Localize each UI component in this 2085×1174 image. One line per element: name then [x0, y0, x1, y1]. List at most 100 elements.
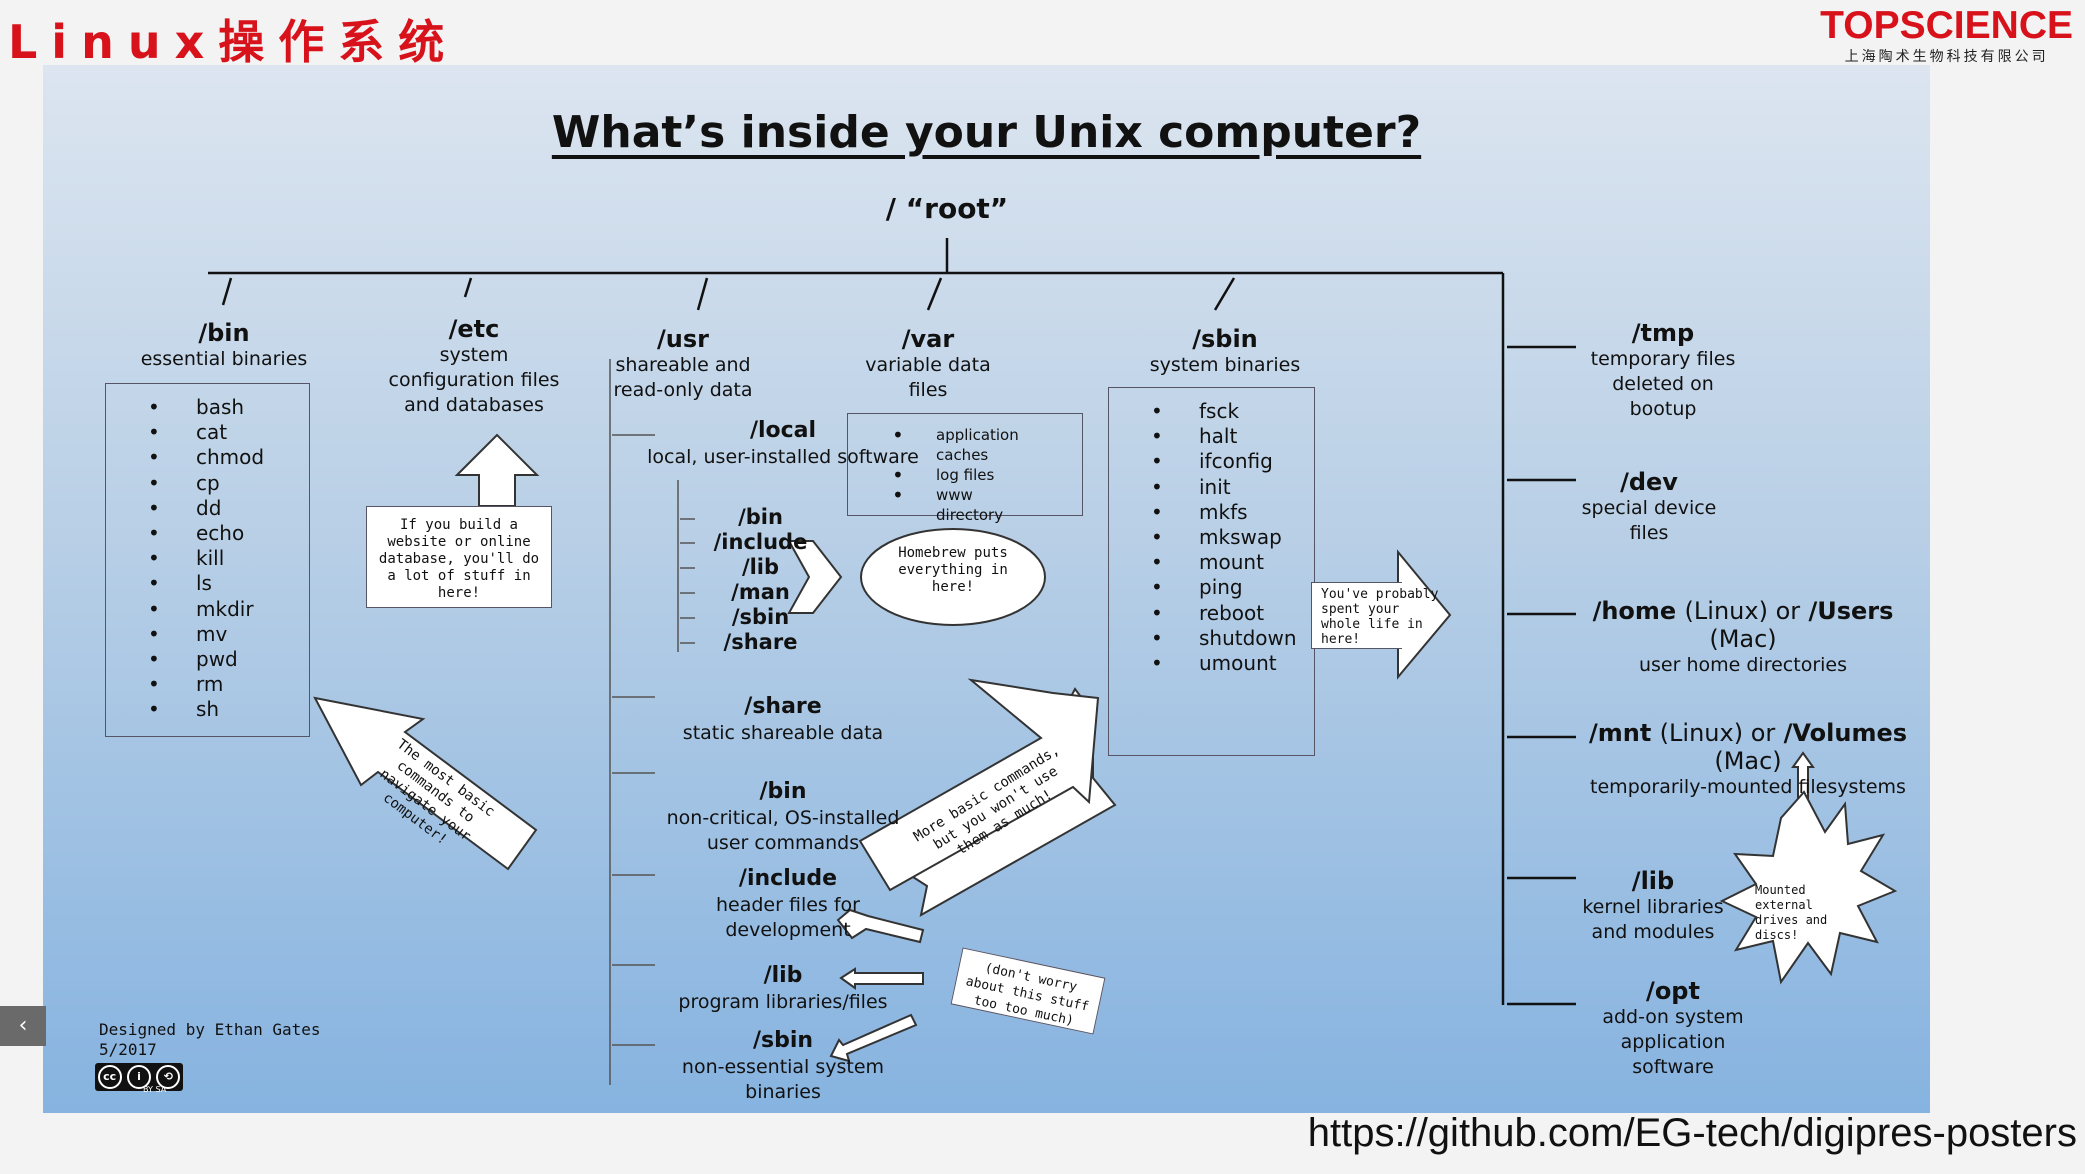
sbin-command-list: fsckhaltifconfiginitmkfsmkswapmountpingr…: [1151, 399, 1314, 676]
mnt-name-linux: /mnt: [1588, 719, 1652, 747]
sa-icon: ⟲: [156, 1065, 181, 1089]
bin-command-list: bashcatchmodcpddechokilllsmkdirmvpwdrmsh: [148, 395, 309, 723]
bin-item: kill: [148, 546, 309, 571]
by-icon: i: [126, 1065, 151, 1089]
home-desc: user home directories: [1638, 654, 1847, 676]
credit: Designed by Ethan Gates 5/2017: [99, 1020, 321, 1060]
root-label: / “root”: [885, 192, 1009, 225]
poster-title: What’s inside your Unix computer?: [551, 107, 1422, 158]
usr-lib-desc: program libraries/files: [678, 991, 888, 1013]
home-name-linux: /home: [1592, 597, 1677, 625]
usr-lib-node: /lib program libraries/files: [613, 962, 953, 1015]
tmp-name: /tmp: [1631, 319, 1695, 347]
sbin-item: fsck: [1151, 399, 1314, 424]
home-name-mac: /Users: [1808, 597, 1894, 625]
etc-note: If you build a website or online databas…: [366, 506, 552, 608]
bin-item: cat: [148, 420, 309, 445]
bin-list-box: bashcatchmodcpddechokilllsmkdirmvpwdrmsh: [105, 383, 310, 737]
bin-item: bash: [148, 395, 309, 420]
bin-item: mkdir: [148, 597, 309, 622]
bin-item: rm: [148, 672, 309, 697]
bin-name: /bin: [198, 319, 250, 347]
sbin-item: reboot: [1151, 601, 1314, 626]
dev-desc: special device files: [1581, 497, 1717, 544]
var-item: www directory: [892, 485, 1032, 525]
etc-name: /etc: [448, 315, 500, 343]
cc-label: BY SA: [143, 1085, 167, 1094]
etc-node: /etc system configuration files and data…: [383, 315, 565, 418]
mnt-node: /mnt (Linux) or /Volumes (Mac) temporari…: [1573, 719, 1923, 800]
sbin-item: mkswap: [1151, 525, 1314, 550]
cc-icon: cc: [97, 1065, 122, 1089]
sbin-desc: system binaries: [1149, 354, 1301, 376]
mnt-name-mac: /Volumes: [1783, 719, 1908, 747]
usr-sbin-node: /sbin non-essential system binaries: [623, 1027, 943, 1105]
bin-item: dd: [148, 496, 309, 521]
usr-local-subdir: /bin: [738, 505, 783, 529]
sbin-item: ping: [1151, 575, 1314, 600]
bin-desc: essential binaries: [140, 348, 308, 370]
sbin-item: shutdown: [1151, 626, 1314, 651]
mnt-mac-label: (Mac): [1714, 747, 1782, 775]
sbin-node: /sbin system binaries: [1130, 325, 1320, 378]
sbin-item: umount: [1151, 651, 1314, 676]
bin-item: pwd: [148, 647, 309, 672]
usr-local-subdir: /lib: [741, 555, 780, 579]
usr-include-name: /include: [738, 866, 838, 891]
creative-commons-badge: cc i ⟲: [95, 1063, 183, 1091]
usr-sbin-desc: non-essential system binaries: [681, 1056, 885, 1103]
home-node: /home (Linux) or /Users (Mac) user home …: [1573, 597, 1913, 678]
usr-share-name: /share: [744, 694, 822, 719]
dev-node: /dev special device files: [1579, 468, 1719, 546]
var-list-box: application cacheslog fileswww directory: [847, 413, 1083, 524]
dev-name: /dev: [1620, 468, 1678, 496]
sbin-item: ifconfig: [1151, 449, 1314, 474]
usr-local-subdir: /sbin: [731, 605, 790, 629]
opt-name: /opt: [1646, 977, 1700, 1005]
bin-item: mv: [148, 622, 309, 647]
sbin-item: halt: [1151, 424, 1314, 449]
lib-desc: kernel libraries and modules: [1582, 896, 1724, 943]
slide-prev-button[interactable]: ‹: [0, 1006, 46, 1046]
source-url: https://github.com/EG-tech/digipres-post…: [1307, 1111, 2077, 1155]
opt-node: /opt add-on system application software: [1598, 977, 1748, 1080]
lib-node: /lib kernel libraries and modules: [1578, 867, 1728, 945]
unix-filesystem-poster: What’s inside your Unix computer? / “roo…: [43, 65, 1930, 1113]
usr-bin-desc: non-critical, OS-installed user commands: [666, 807, 900, 854]
sbin-item: init: [1151, 475, 1314, 500]
mnt-note: Mounted external drives and discs!: [1755, 883, 1828, 942]
usr-include-node: /include header files for development: [663, 865, 913, 943]
usr-share-desc: static shareable data: [682, 722, 884, 744]
var-node: /var variable data files: [833, 325, 1023, 403]
usr-local-name: /local: [749, 418, 817, 443]
bin-item: ls: [148, 571, 309, 596]
sbin-item: mkfs: [1151, 500, 1314, 525]
usr-include-desc: header files for development: [716, 894, 860, 941]
var-desc: variable data files: [865, 354, 991, 401]
var-item-list: application cacheslog fileswww directory: [892, 425, 1032, 525]
var-name: /var: [901, 325, 955, 353]
tree-lines: [208, 238, 1898, 1085]
sbin-name: /sbin: [1192, 325, 1258, 353]
sbin-list-box: fsckhaltifconfiginitmkfsmkswapmountpingr…: [1108, 387, 1315, 756]
var-item: application caches: [892, 425, 1032, 465]
credit-designer: Designed by Ethan Gates: [99, 1020, 321, 1039]
usr-share-node: /share static shareable data: [633, 693, 933, 746]
usr-local-subdir: /share: [723, 630, 798, 654]
course-title: Linux操作系统: [8, 15, 459, 69]
usr-bin-name: /bin: [759, 779, 807, 804]
usr-local-subdirs: /bin/include/lib/man/sbin/share: [693, 505, 828, 655]
sbin-note-box: [1311, 582, 1402, 649]
sbin-note: You've probably spent your whole life in…: [1321, 587, 1439, 647]
home-mac-label: (Mac): [1709, 625, 1777, 653]
usr-sbin-name: /sbin: [752, 1028, 814, 1053]
usr-local-node: /local local, user-installed software: [643, 417, 923, 470]
credit-date: 5/2017: [99, 1040, 157, 1059]
bin-item: chmod: [148, 445, 309, 470]
logo-name: TOPSCIENCE: [1820, 4, 2073, 47]
usr-node: /usr shareable and read-only data: [603, 325, 763, 403]
bin-node: /bin essential binaries: [129, 319, 319, 372]
bin-item: sh: [148, 697, 309, 722]
usr-local-desc: local, user-installed software: [647, 446, 919, 468]
var-item: log files: [892, 465, 1032, 485]
